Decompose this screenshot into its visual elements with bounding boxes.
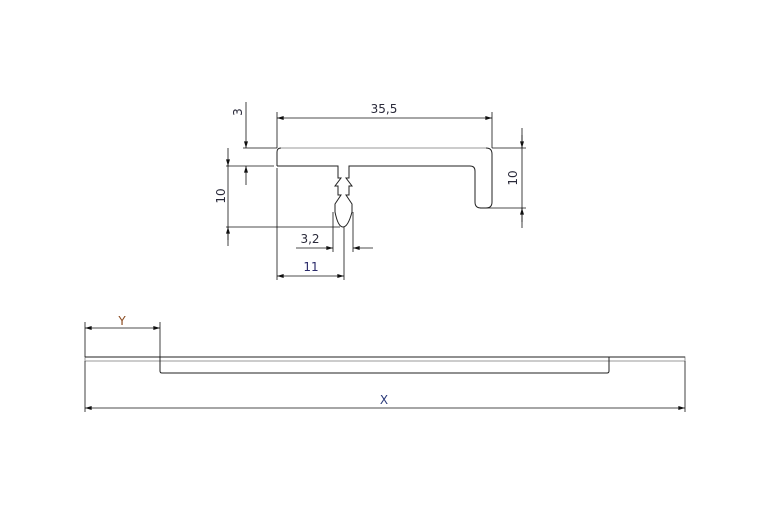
dimension-label-flange-thickness: 3: [231, 108, 245, 116]
dimension-label-total-length: X: [380, 393, 388, 407]
dimension-stem-offset: 11: [276, 168, 345, 280]
dimension-stem-height: 10: [214, 148, 340, 246]
dimension-overhang: Y: [84, 314, 161, 357]
length-view-outline: [84, 356, 686, 374]
dimension-label-stem-height: 10: [214, 188, 228, 203]
dimension-flange-thickness: 3: [226, 102, 277, 185]
dimension-overall-width: 35,5: [276, 102, 493, 148]
dimension-leg-height: 10: [480, 128, 526, 228]
dimension-label-overall-width: 35,5: [371, 102, 398, 116]
dimension-label-stem-width: 3,2: [300, 232, 319, 246]
dimension-label-overhang: Y: [117, 314, 126, 328]
profile-outline: [276, 147, 493, 228]
dimension-stem-width: 3,2: [296, 212, 373, 252]
dimension-label-leg-height: 10: [506, 170, 520, 185]
dimension-label-stem-offset: 11: [303, 260, 318, 274]
dimension-total-length: X: [84, 361, 686, 412]
